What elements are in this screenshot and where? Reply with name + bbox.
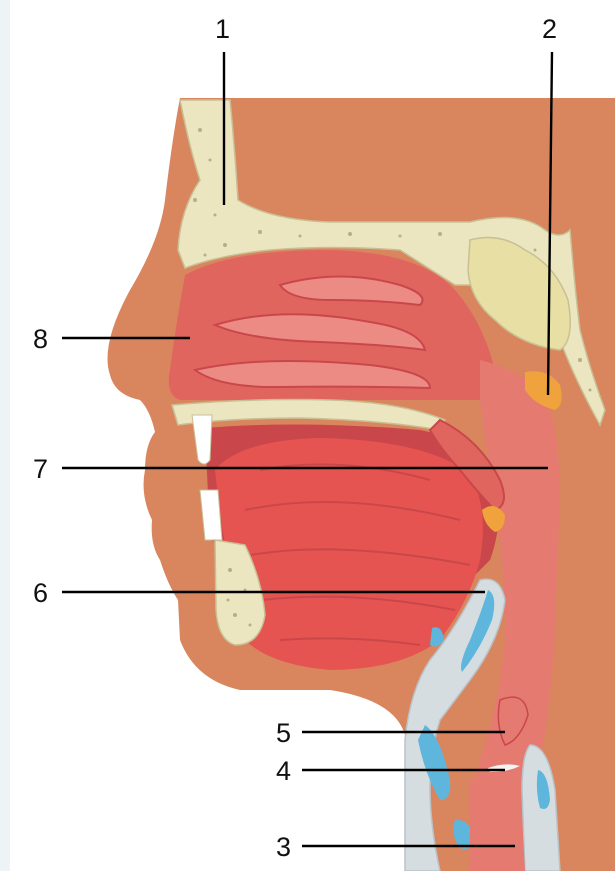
- trachea: [470, 778, 525, 871]
- label-6: 6: [33, 578, 48, 608]
- label-5: 5: [276, 718, 291, 748]
- label-7: 7: [33, 454, 48, 484]
- label-8: 8: [33, 324, 48, 354]
- label-3: 3: [276, 832, 291, 862]
- label-1: 1: [215, 14, 230, 44]
- label-2: 2: [542, 14, 557, 44]
- label-4: 4: [276, 756, 291, 786]
- left-edge-tint: [0, 0, 10, 871]
